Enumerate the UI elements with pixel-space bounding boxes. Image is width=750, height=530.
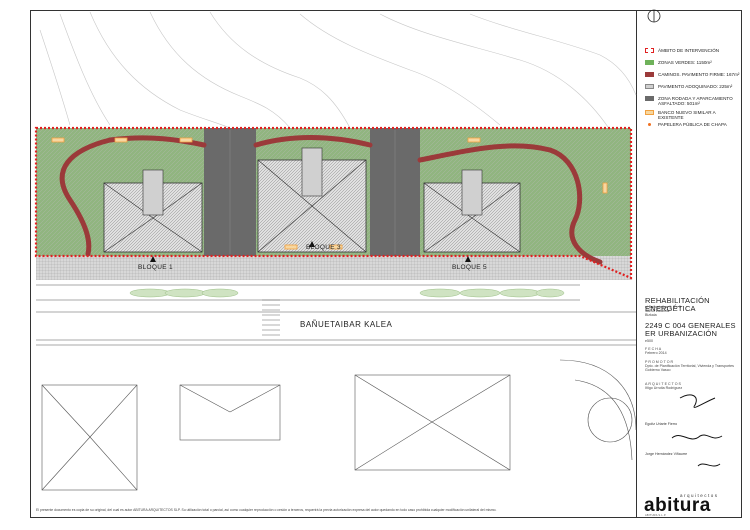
logo-subtext: ABITURA S.L.P. bbox=[645, 514, 667, 517]
intervention-boundary bbox=[34, 126, 633, 280]
architect-name: Jorge Hernández Viñaurre bbox=[645, 452, 688, 456]
signatures bbox=[671, 394, 723, 467]
company-logo: abitura bbox=[644, 495, 711, 516]
title-block-panel bbox=[637, 10, 742, 518]
legend-swatch bbox=[645, 84, 654, 89]
legend-swatch bbox=[645, 48, 654, 53]
building-1 bbox=[103, 169, 203, 253]
project-city: 48210 Zalamitz bbox=[645, 309, 670, 313]
block-label: BLOQUE 1 bbox=[138, 264, 173, 271]
drawing-code: 2249 C 004 GENERALES bbox=[645, 321, 736, 330]
date-label: FECHA bbox=[645, 347, 663, 351]
legend-item: PAPELERA PÚBLICA DE CHAPA bbox=[645, 122, 740, 127]
legend-item: ZONA RODADA Y APARCAMIENTO ASFALTADO: 50… bbox=[645, 96, 740, 106]
project-province: Bizkaia bbox=[645, 313, 657, 317]
legend-item: PAVIMENTO ADOQUINADO: 225m² bbox=[645, 84, 740, 89]
north-arrow-icon bbox=[647, 9, 661, 23]
crosswalk bbox=[262, 299, 280, 336]
legend-swatch bbox=[645, 60, 654, 65]
legend-swatch bbox=[645, 122, 654, 127]
logo-tagline: arquitectos bbox=[680, 493, 719, 498]
architect-name: Egoitz Uriarte Fierro bbox=[645, 422, 678, 426]
building-3 bbox=[257, 147, 367, 253]
copyright-disclaimer: El presente documento es copia de su ori… bbox=[36, 508, 497, 512]
bench-markers bbox=[51, 137, 608, 250]
block-label: BLOQUE 5 bbox=[452, 264, 487, 271]
tree-line bbox=[129, 288, 565, 298]
promoter-label: PROMOTOR bbox=[645, 360, 675, 364]
legend-swatch bbox=[645, 110, 654, 115]
legend-item: ÁMBITO DE INTERVENCIÓN bbox=[645, 48, 740, 53]
legend-item: BANCO NUEVO SIMILAR A EXISTENTE bbox=[645, 110, 740, 120]
legend-swatch bbox=[645, 96, 654, 101]
south-buildings bbox=[41, 359, 637, 491]
legend-item: CAMINOS. PAVIMENTO FIRME: 167m² bbox=[645, 72, 740, 77]
drawing-name: ER URBANIZACIÓN bbox=[645, 329, 718, 338]
drawing-scale: e500 bbox=[645, 339, 653, 343]
street-name: BAÑUETAIBAR KALEA bbox=[300, 320, 393, 329]
promoter-value-2: Gobierno Vasco bbox=[645, 368, 671, 372]
building-5 bbox=[423, 169, 521, 253]
project-address: c/ Bañuetaibar 1, 3 y 5 bbox=[645, 305, 681, 309]
date-value: Febrero 2014 bbox=[645, 351, 667, 355]
block-label: BLOQUE 3 bbox=[306, 244, 341, 251]
block-markers bbox=[150, 241, 471, 262]
paved-strip bbox=[36, 256, 631, 280]
contour-lines bbox=[39, 11, 637, 131]
legend-item: ZONAS VERDES: 1150m² bbox=[645, 60, 740, 65]
legend-swatch bbox=[645, 72, 654, 77]
promoter-value: Dpto. de Planificación Territorial, Vivi… bbox=[645, 364, 734, 368]
architects-label: ARQUITECTOS bbox=[645, 382, 682, 386]
drawing-frame bbox=[30, 10, 637, 518]
project-title: REHABILITACIÓN ENERGÉTICA bbox=[645, 296, 710, 313]
architect-name: Iñigo Urrutia Rodríguez bbox=[645, 386, 683, 390]
